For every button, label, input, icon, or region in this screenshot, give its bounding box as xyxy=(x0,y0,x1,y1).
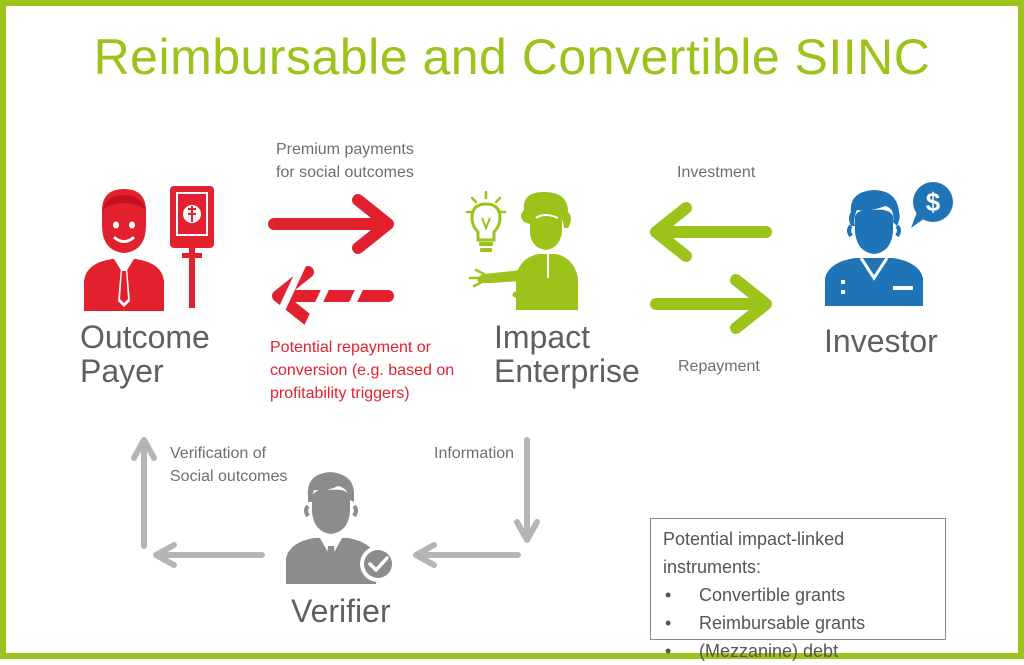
repayment-arrow xyxy=(650,274,772,334)
instrument-item: (Mezzanine) debt xyxy=(663,637,945,665)
verifier-icon xyxy=(286,472,396,584)
investment-arrow xyxy=(650,202,772,262)
instrument-item: Reimbursable grants xyxy=(663,609,945,637)
potential-repayment-label: Potential repayment or conversion (e.g. … xyxy=(270,339,455,402)
instruments-heading: Potential impact-linked instruments: xyxy=(663,529,845,577)
outcome-payer-label: Outcome Payer xyxy=(80,319,210,389)
instruments-box: Potential impact-linked instruments: Con… xyxy=(650,518,946,665)
outcome-payer-icon xyxy=(84,186,214,311)
verification-label: Verification of Social outcomes xyxy=(170,445,288,485)
impact-enterprise-icon xyxy=(465,190,578,310)
instrument-item: Convertible grants xyxy=(663,581,945,609)
premium-payments-arrow xyxy=(268,194,394,254)
potential-repayment-arrow xyxy=(272,266,394,326)
verifier-label: Verifier xyxy=(291,593,391,629)
page-title: Reimbursable and Convertible SIINC xyxy=(93,29,931,85)
investment-label: Investment xyxy=(677,164,756,181)
investor-label: Investor xyxy=(824,323,938,359)
impact-enterprise-label: Impact Enterprise xyxy=(494,319,640,389)
verification-flow-arrows xyxy=(131,437,540,568)
repayment-label: Repayment xyxy=(678,358,760,375)
premium-payments-label: Premium payments for social outcomes xyxy=(276,141,414,181)
instruments-list: Convertible grants Reimbursable grants (… xyxy=(663,581,945,665)
investor-icon: $ xyxy=(825,182,953,306)
dollar-sign-icon: $ xyxy=(926,187,941,217)
information-label: Information xyxy=(434,445,515,462)
